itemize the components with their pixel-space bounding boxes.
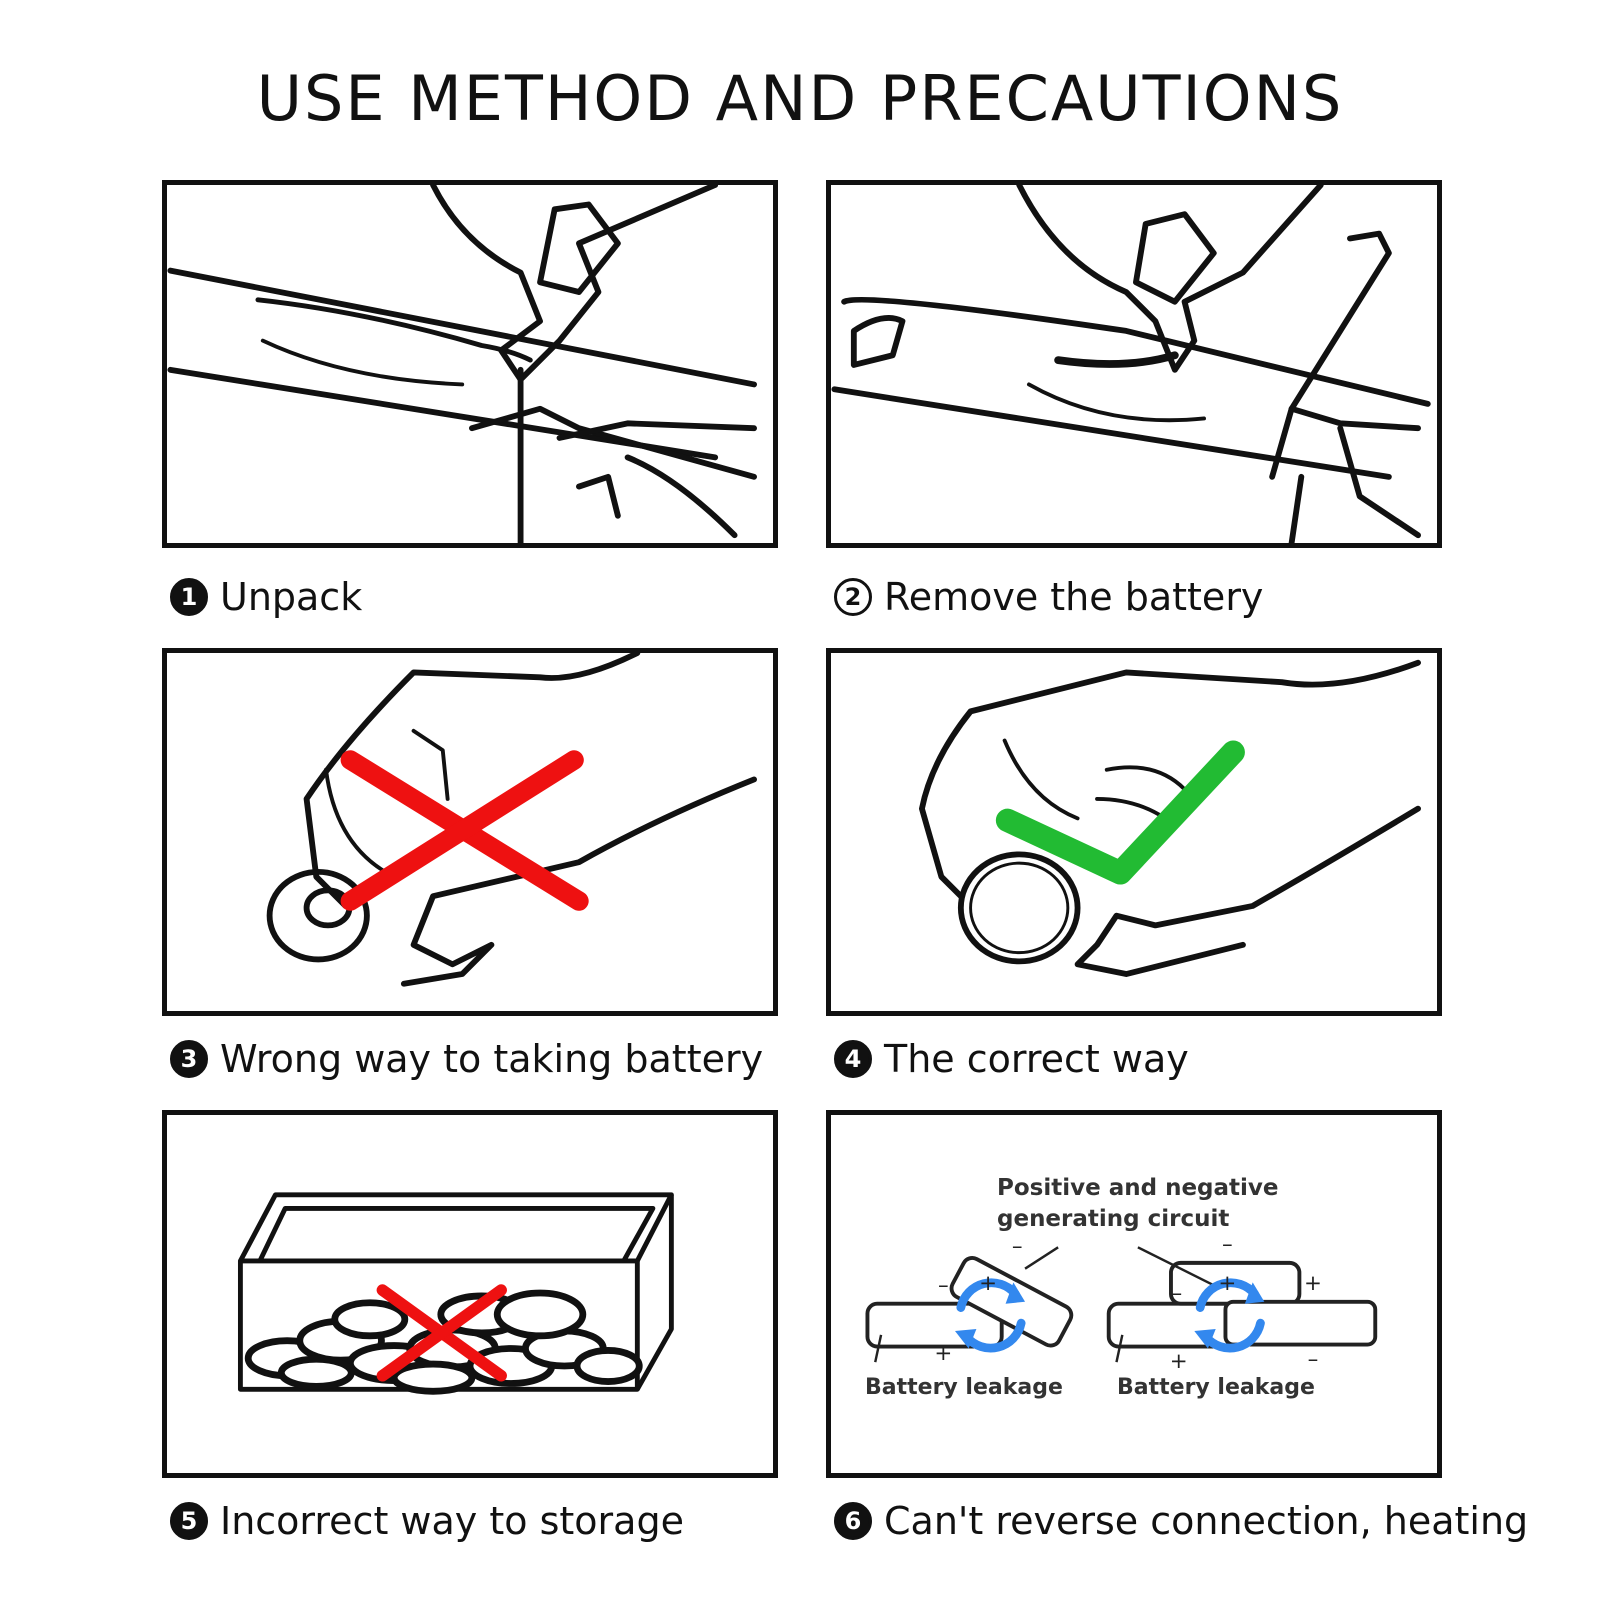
panel-wrong-way xyxy=(162,648,778,1016)
panel-incorrect-storage xyxy=(162,1110,778,1478)
blister-strip-top xyxy=(167,267,757,388)
step-caption-correct-way: 4 The correct way xyxy=(834,1034,1189,1084)
incorrect-storage-illustration xyxy=(237,1192,674,1395)
hand-bottom xyxy=(469,405,757,480)
step-caption-wrong-way: 3 Wrong way to taking battery xyxy=(170,1034,763,1084)
step-label: The correct way xyxy=(884,1037,1189,1081)
minus-sign: – xyxy=(1012,1234,1023,1259)
step-label: Remove the battery xyxy=(884,575,1264,619)
minus-sign: – xyxy=(938,1273,949,1298)
panel-remove-battery xyxy=(826,180,1442,548)
step-caption-unpack: 1 Unpack xyxy=(170,572,362,622)
battery-leakage-right: Battery leakage xyxy=(1117,1375,1315,1400)
step-number-badge: 1 xyxy=(170,578,208,616)
plus-sign: + xyxy=(1218,1271,1236,1296)
storage-box xyxy=(237,1192,674,1264)
wrong-way-illustration xyxy=(266,653,757,987)
step-number-badge: 4 xyxy=(834,1040,872,1078)
hand-top xyxy=(430,185,719,383)
unpack-illustration xyxy=(167,185,757,543)
circuit-label-line2: generating circuit xyxy=(997,1206,1230,1232)
step-label: Can't reverse connection, heating xyxy=(884,1499,1529,1543)
circuit-label-line1: Positive and negative xyxy=(997,1175,1279,1201)
battery-leakage-left: Battery leakage xyxy=(865,1375,1063,1400)
page-title: USE METHOD AND PRECAUTIONS xyxy=(256,62,1344,135)
step-label: Wrong way to taking battery xyxy=(220,1037,764,1081)
step-number-badge: 5 xyxy=(170,1502,208,1540)
plus-sign: + xyxy=(934,1341,952,1366)
cross-mark-icon xyxy=(340,750,589,911)
correct-way-illustration xyxy=(919,659,1421,977)
step-number-badge: 6 xyxy=(834,1502,872,1540)
coin-battery xyxy=(957,851,1081,965)
step-label: Incorrect way to storage xyxy=(220,1499,684,1543)
hand-outline xyxy=(400,776,757,987)
circular-arrows-icon xyxy=(956,1278,1265,1353)
cross-mark-icon xyxy=(376,1284,507,1382)
remove-battery-illustration xyxy=(831,185,1431,543)
reverse-connection-illustration: – + – + – + + – + – xyxy=(865,1232,1378,1374)
plus-sign: + xyxy=(979,1271,997,1296)
minus-sign: – xyxy=(1222,1232,1233,1257)
plus-sign: + xyxy=(1304,1271,1322,1296)
step-number-badge: 3 xyxy=(170,1040,208,1078)
step-number-badge: 2 xyxy=(834,578,872,616)
step-caption-incorrect-storage: 5 Incorrect way to storage xyxy=(170,1496,684,1546)
check-mark-icon xyxy=(995,740,1245,885)
coin-pile xyxy=(244,1289,643,1395)
minus-sign: – xyxy=(1308,1347,1319,1372)
plus-sign: + xyxy=(1170,1349,1188,1374)
panel-reverse-connection: – + – + – + + – + – Positive and negativ… xyxy=(826,1110,1442,1478)
step-caption-reverse-connection: 6 Can't reverse connection, heating xyxy=(834,1496,1528,1546)
panel-unpack xyxy=(162,180,778,548)
step-caption-remove-battery: 2 Remove the battery xyxy=(834,572,1263,622)
panel-correct-way xyxy=(826,648,1442,1016)
circuit-label: Positive and negative generating circuit xyxy=(997,1173,1279,1235)
coin-battery xyxy=(266,868,370,963)
minus-sign: – xyxy=(1171,1281,1182,1306)
step-label: Unpack xyxy=(220,575,363,619)
